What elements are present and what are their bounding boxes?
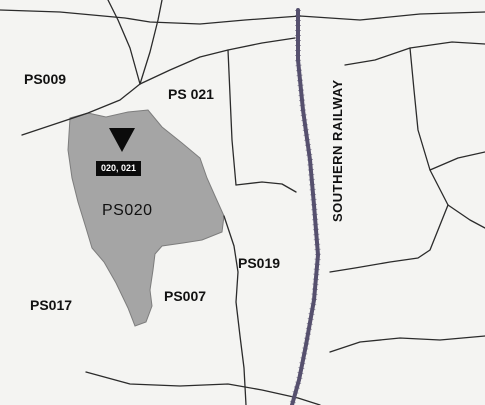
road-ps021-lane [227, 49, 237, 186]
road-east-3 [429, 151, 485, 171]
road-north-east [139, 0, 163, 85]
road-ps007-boundary [223, 215, 247, 405]
road-top [0, 9, 485, 25]
road-east-1 [344, 41, 485, 66]
road-east-4 [329, 204, 449, 273]
district-label-ps007: PS007 [164, 288, 207, 304]
road-junction-east [139, 37, 296, 85]
district-label-ps009: PS009 [24, 71, 67, 87]
district-label-ps020: PS020 [102, 202, 153, 219]
railway-ticks-left [289, 10, 322, 405]
district-label-ps019: PS019 [238, 255, 281, 271]
road-north-junction [107, 0, 141, 85]
railway-label: SOUTHERN RAILWAY [330, 79, 345, 222]
road-east-2 [409, 47, 449, 206]
district-label-ps017: PS017 [30, 297, 73, 313]
triangle-down-marker-icon[interactable] [109, 128, 135, 152]
railway-line [290, 8, 321, 405]
road-ps021-east [235, 181, 297, 193]
marker-label: 020, 021 [96, 161, 142, 176]
road-west-diagonal [21, 83, 141, 136]
road-bottom [85, 371, 321, 405]
district-label-ps021: PS 021 [168, 86, 214, 102]
road-east-5 [447, 204, 485, 229]
road-bottom-right [329, 335, 485, 353]
